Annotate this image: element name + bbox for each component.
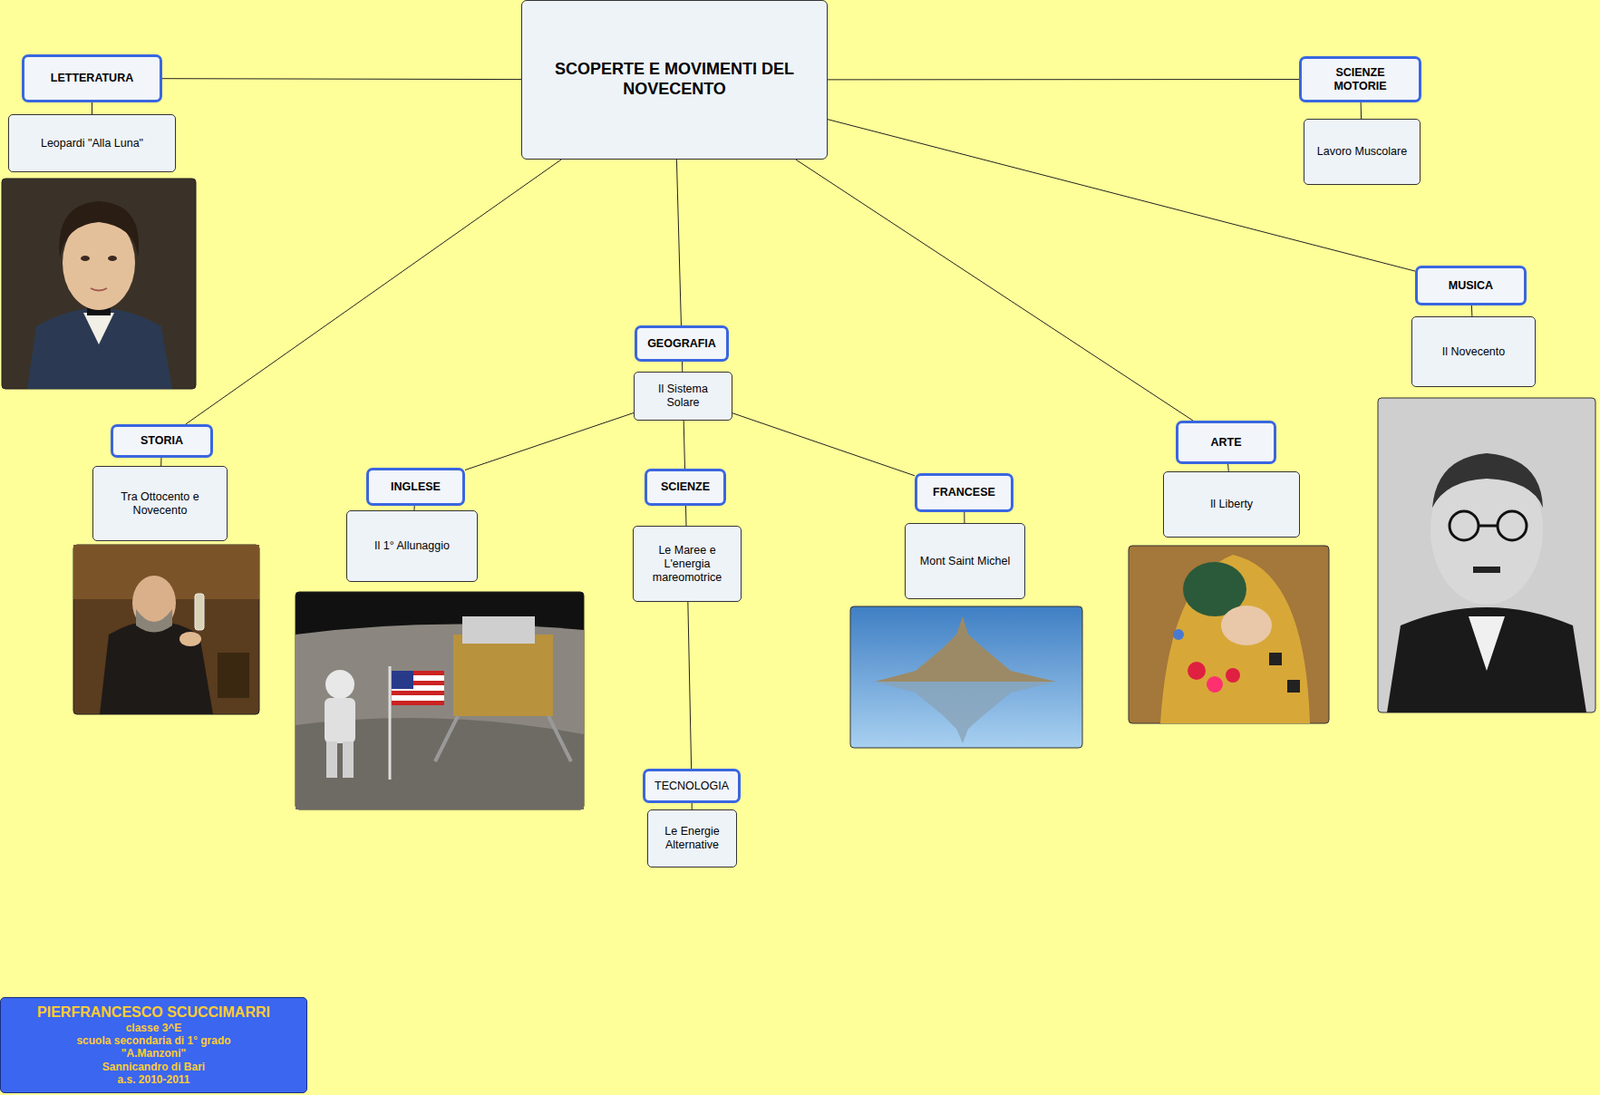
subject-box: GEOGRAFIA [634, 325, 729, 362]
author-box: PIERFRANCESCO SCUCCIMARRIclasse 3^Escuol… [0, 997, 308, 1094]
node-text: Il Novecento [1442, 345, 1505, 359]
content-box: Il Sistema Solare [633, 371, 733, 421]
content-box: Il 1° Allunaggio [346, 510, 478, 582]
node-text: FRANCESE [932, 485, 996, 500]
portrait-photo [1377, 397, 1596, 713]
node-text: a.s. 2010-2011 [116, 1073, 190, 1087]
connector-line [185, 159, 562, 425]
content-box: Tra Ottocento e Novecento [92, 465, 228, 542]
subject-box: TECNOLOGIA [642, 768, 741, 804]
node-text: "A.Manzoni" [121, 1047, 186, 1060]
connector-line [827, 78, 1300, 80]
node-text: LETTERATURA [50, 71, 134, 86]
subject-box: FRANCESE [914, 473, 1014, 513]
node-text: Tra Ottocento e Novecento [104, 490, 216, 518]
content-box: Le Energie Alternative [647, 809, 737, 868]
node-text: scuola secondaria di 1° grado [76, 1034, 231, 1048]
connector-line [685, 505, 688, 526]
node-text: PIERFRANCESCO SCUCCIMARRI [37, 1003, 271, 1021]
connector-line [1227, 464, 1230, 472]
moon-landing-picture [295, 591, 584, 810]
node-text: Leopardi "Alla Luna" [40, 136, 144, 151]
subject-box: SCIENZE [644, 468, 727, 506]
connector-line [1360, 102, 1362, 119]
subject-box: STORIA [110, 424, 214, 458]
connector-line [160, 457, 162, 466]
node-text: classe 3^E [126, 1021, 183, 1035]
connector-line [688, 601, 692, 769]
connector-line [681, 361, 683, 372]
node-text: ARTE [1210, 436, 1242, 450]
connector-line [963, 512, 965, 524]
node-text: Il 1° Allunaggio [374, 539, 450, 553]
connector-line [676, 159, 681, 326]
content-box: Lavoro Muscolare [1303, 118, 1421, 185]
node-text: Le Maree e L'energia mareomotrice [644, 543, 730, 585]
content-box: Le Maree e L'energia mareomotrice [632, 525, 742, 602]
connector-line [465, 412, 634, 470]
node-text: Le Energie Alternative [659, 824, 726, 853]
connector-line [162, 77, 522, 80]
content-box: Il Novecento [1411, 316, 1536, 388]
node-text: Sannicandro di Bari [102, 1060, 205, 1074]
node-text: Mont Saint Michel [920, 554, 1010, 569]
subject-box: LETTERATURA [21, 54, 163, 103]
node-text: Lavoro Muscolare [1317, 145, 1407, 159]
subject-box: SCIENZE MOTORIE [1299, 56, 1422, 103]
node-text: SCIENZE [660, 480, 710, 495]
subject-box: INGLESE [366, 467, 466, 506]
node-text: TECNOLOGIA [654, 779, 729, 794]
node-text: Il Sistema Solare [645, 382, 721, 410]
connector-line [795, 159, 1193, 421]
subject-box: ARTE [1175, 420, 1277, 465]
connector-line [691, 803, 693, 810]
content-box: Mont Saint Michel [904, 523, 1026, 600]
connector-line [732, 413, 915, 476]
mont-saint-michel-picture [850, 606, 1083, 748]
connector-line [91, 102, 93, 115]
node-text: GEOGRAFIA [647, 337, 717, 351]
content-box: Leopardi "Alla Luna" [8, 114, 176, 173]
node-text: Il Liberty [1210, 497, 1253, 512]
node-text: SCIENZE MOTORIE [1309, 66, 1412, 94]
portrait-picture [1, 178, 196, 389]
klimt-picture [1128, 545, 1329, 724]
connector-line [683, 420, 685, 469]
subject-box: MUSICA [1415, 265, 1527, 306]
connector-line [1471, 305, 1473, 317]
content-box: Il Liberty [1163, 471, 1300, 538]
central-topic-box: SCOPERTE E MOVIMENTI DEL NOVECENTO [521, 0, 828, 160]
node-text: MUSICA [1448, 279, 1494, 293]
painting-picture [73, 544, 260, 715]
node-text: INGLESE [390, 480, 441, 495]
node-text: STORIA [140, 434, 184, 448]
node-text: SCOPERTE E MOVIMENTI DEL NOVECENTO [540, 59, 809, 99]
